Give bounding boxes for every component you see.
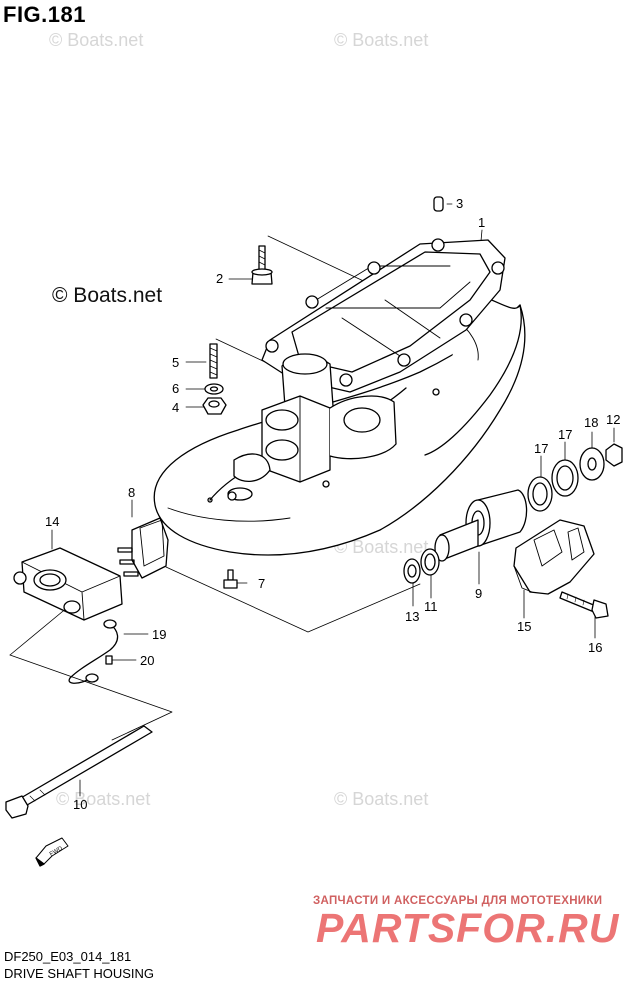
callout-5: 5 (172, 355, 180, 370)
callout-14: 14 (45, 514, 60, 529)
callout-16: 16 (588, 640, 603, 655)
bolt-7 (223, 569, 238, 589)
ring-17a (527, 476, 553, 512)
callout-9: 9 (475, 586, 483, 601)
nut-12 (605, 443, 623, 467)
clamp-block-14 (13, 547, 123, 621)
watermark: © Boats.net (56, 789, 151, 809)
watermark: © Boats.net (49, 30, 144, 50)
callout-1: 1 (478, 215, 486, 230)
promo-tagline: ЗАПЧАСТИ И АКСЕССУАРЫ ДЛЯ МОТОТЕХНИКИ (313, 895, 603, 907)
washer-6 (204, 383, 224, 395)
callout-7: 7 (258, 576, 266, 591)
bolt-2 (251, 245, 273, 285)
bushing-9 (434, 489, 528, 562)
callout-8: 8 (128, 485, 136, 500)
bolt-16 (559, 591, 609, 619)
callout-10: 10 (73, 797, 88, 812)
figure-name: DRIVE SHAFT HOUSING (4, 966, 155, 981)
washer-13 (403, 558, 421, 584)
screw-20 (105, 655, 113, 665)
callout-15: 15 (517, 619, 532, 634)
callout-4: 4 (172, 400, 180, 415)
callout-18: 18 (584, 415, 599, 430)
callout-13: 13 (405, 609, 420, 624)
callout-3: 3 (456, 196, 464, 211)
watermark: © Boats.net (334, 537, 429, 557)
callout-19: 19 (152, 627, 167, 642)
callout-20: 20 (140, 653, 155, 668)
reference-line (9, 654, 173, 741)
figure-code: DF250_E03_014_181 (4, 949, 132, 964)
washer-11 (420, 548, 440, 576)
bolt-10 (5, 725, 153, 819)
callout-2: 2 (216, 271, 224, 286)
watermark: © Boats.net (334, 789, 429, 809)
washer-18 (579, 447, 605, 481)
callout-12: 12 (606, 412, 621, 427)
figure-title: FIG.181 (3, 2, 86, 27)
callout-17a: 17 (534, 441, 549, 456)
watermark-primary: © Boats.net (52, 284, 163, 307)
ring-17b (551, 459, 579, 497)
grommet-8 (117, 517, 169, 579)
callout-17b: 17 (558, 427, 573, 442)
stud-5 (209, 343, 218, 379)
ground-wire-19 (68, 619, 119, 684)
dowel-pin (433, 196, 444, 212)
reference-line (267, 235, 373, 286)
fwd-arrow-icon: FWD (35, 837, 69, 867)
callout-6: 6 (172, 381, 180, 396)
clamp-15 (513, 519, 595, 595)
callout-11: 11 (424, 599, 438, 614)
reference-line (165, 566, 421, 633)
nut-4 (202, 397, 227, 415)
brand-logo-text: PARTSFOR.RU (316, 905, 620, 951)
watermark: © Boats.net (334, 30, 429, 50)
drive-shaft-housing (153, 238, 526, 556)
